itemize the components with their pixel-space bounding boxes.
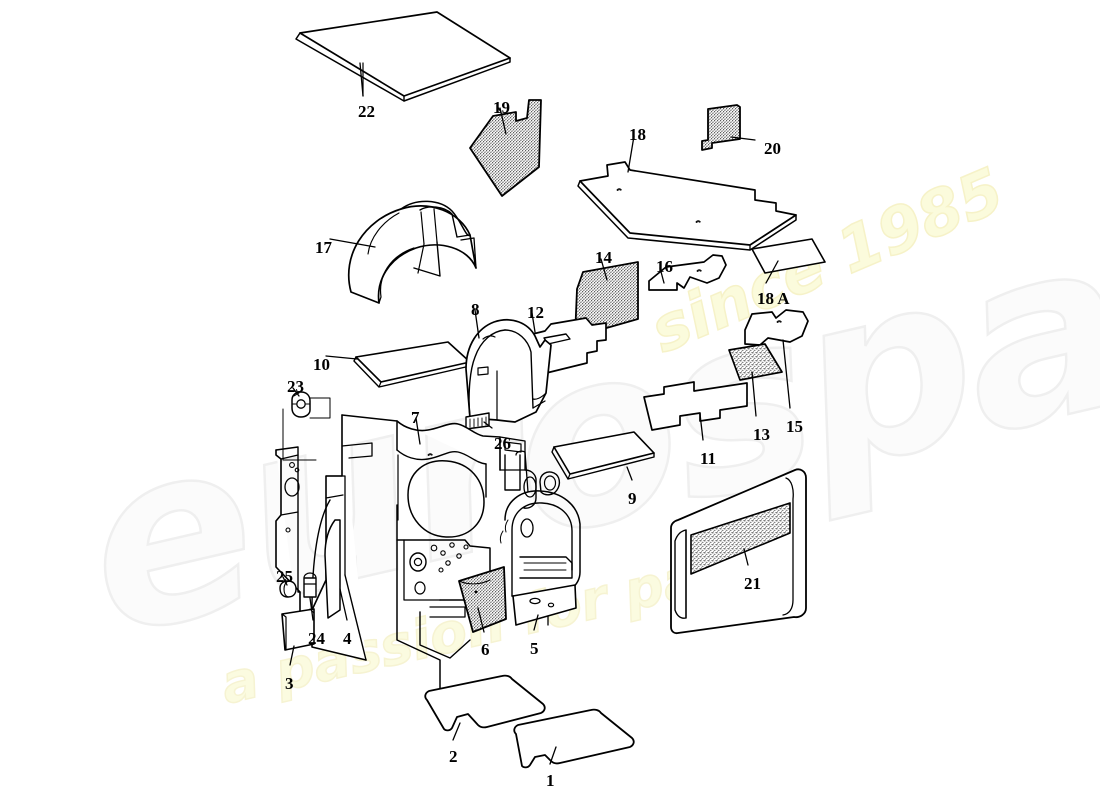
callout-16: 16: [656, 257, 673, 276]
part-2-shape: [424, 674, 546, 732]
callout-15: 15: [786, 417, 803, 436]
callout-21: 21: [744, 574, 761, 593]
part-3-shape: [281, 608, 315, 651]
callout-24: 24: [308, 629, 325, 648]
callout-1: 1: [546, 771, 555, 790]
leader-lines: [282, 62, 791, 765]
callout-12: 12: [527, 303, 544, 322]
callout-4: 4: [343, 629, 352, 648]
callout-25: 25: [276, 567, 293, 586]
part-19-shape: [469, 99, 542, 197]
part-22-shape: [295, 11, 511, 102]
part-8-shape: [465, 318, 552, 423]
part-16-shape: [648, 254, 727, 291]
callout-13: 13: [753, 425, 770, 444]
callout-5: 5: [530, 639, 539, 658]
callout-19: 19: [493, 98, 510, 117]
callout-20: 20: [764, 139, 781, 158]
callout-17: 17: [315, 238, 332, 257]
callout-6: 6: [481, 640, 490, 659]
part-20-shape: [701, 104, 741, 151]
callout-18: 18: [629, 125, 646, 144]
callout-22: 22: [358, 102, 375, 121]
part-5-shape: [512, 584, 577, 626]
callout-9: 9: [628, 489, 637, 508]
callout-3: 3: [285, 674, 294, 693]
part-6-shape: [458, 566, 507, 633]
part-18-shape: [577, 161, 797, 251]
part-4-shape: [324, 519, 341, 619]
part-10-shape: [353, 341, 471, 388]
part-18A-shape: [751, 238, 826, 274]
part-15-shape: [744, 309, 809, 346]
part-11-shape: [643, 381, 748, 431]
part-17-shape: [347, 200, 477, 304]
part-23-shape: [291, 391, 311, 418]
callout-11: 11: [700, 449, 717, 468]
callout-10: 10: [313, 355, 330, 374]
part-1-shape: [513, 708, 635, 769]
callout-18A: 18 A: [757, 289, 790, 308]
part-25-shape: [279, 580, 297, 598]
part-21-shape: [670, 468, 807, 635]
callout-8: 8: [471, 300, 480, 319]
part-9-shape: [551, 431, 655, 480]
part-13-shape: [728, 343, 783, 381]
callout-23: 23: [287, 377, 304, 396]
callout-7: 7: [411, 408, 420, 427]
part-24-shape: [303, 572, 317, 598]
callout-14: 14: [595, 248, 612, 267]
callout-2: 2: [449, 747, 458, 766]
callout-26: 26: [494, 434, 511, 453]
